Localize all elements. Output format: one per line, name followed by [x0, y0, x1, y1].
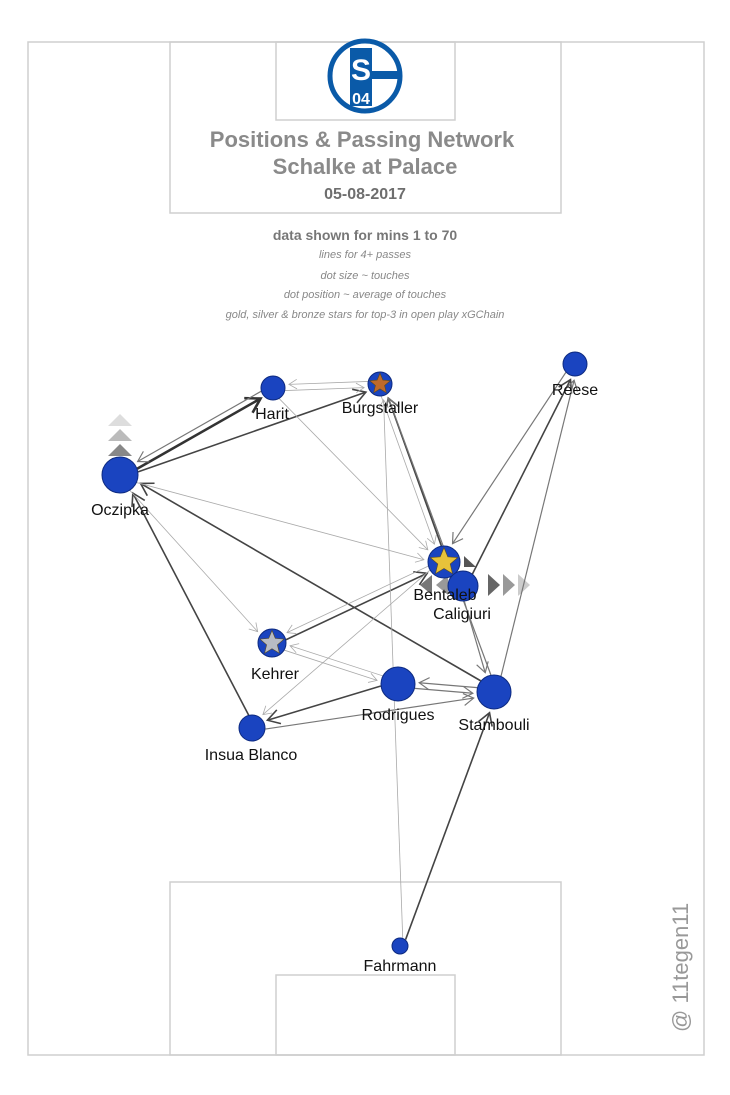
- player-node: [427, 545, 461, 579]
- player-dot: [101, 456, 139, 494]
- up-arrow-indicator: [108, 444, 132, 456]
- pass-line: [284, 649, 378, 683]
- player-node: [391, 937, 409, 955]
- player-label: Insua Blanco: [205, 747, 298, 764]
- data-range-note: data shown for mins 1 to 70: [273, 227, 458, 243]
- player-label: Burgstaller: [342, 400, 419, 417]
- direction-indicators: [108, 414, 530, 596]
- left-arrow-indicator: [420, 575, 432, 595]
- up-arrow-indicator: [108, 429, 132, 441]
- bottom-goal-box: [275, 974, 456, 1056]
- player-label: Reese: [552, 382, 598, 399]
- pass-line: [136, 390, 262, 463]
- pass-line: [404, 711, 493, 940]
- player-dot: [476, 674, 512, 710]
- legend-lines-note: lines for 4+ passes: [319, 249, 412, 261]
- player-dot: [562, 351, 588, 377]
- player-label: Kehrer: [251, 666, 300, 683]
- pass-line: [285, 571, 429, 641]
- pass-line: [286, 565, 429, 634]
- player-node: [238, 714, 266, 742]
- player-node: [257, 628, 287, 658]
- title: Positions & Passing Network: [210, 127, 515, 152]
- player-label: Caligiuri: [433, 606, 491, 623]
- player-dot: [391, 937, 409, 955]
- legend-dot-position-note: dot position ~ average of touches: [284, 289, 447, 301]
- subtitle: Schalke at Palace: [273, 154, 458, 179]
- club-logo: S 04: [327, 38, 403, 114]
- pass-line: [265, 693, 475, 730]
- pass-line: [463, 601, 489, 674]
- svg-text:04: 04: [352, 91, 370, 108]
- player-node: [562, 351, 588, 377]
- pass-lines: [129, 372, 579, 940]
- pass-line: [136, 482, 425, 563]
- player-node: [447, 570, 479, 602]
- player-label: Oczipka: [91, 502, 149, 519]
- player-labels: Harit Burgstaller ReeseOczipkaBentalebCali…: [91, 382, 598, 975]
- pass-line: [129, 490, 259, 633]
- watermark: @ 11tegen11: [668, 903, 693, 1032]
- legend-dot-size-note: dot size ~ touches: [321, 270, 410, 282]
- pass-line: [137, 388, 368, 473]
- bronze-star-icon: [368, 372, 392, 394]
- legend-stars-note: gold, silver & bronze stars for top-3 in…: [226, 309, 505, 321]
- pass-line: [262, 569, 431, 716]
- svg-text:S: S: [351, 54, 371, 87]
- player-label: Bentaleb: [413, 587, 476, 604]
- pass-line: [380, 396, 437, 545]
- player-label: Fahrmann: [364, 958, 437, 975]
- player-node: [260, 375, 286, 401]
- pass-line: [451, 372, 567, 545]
- player-label: Rodrigues: [362, 707, 435, 724]
- pass-line: [471, 378, 573, 575]
- player-node: [367, 371, 393, 397]
- pass-line: [278, 398, 429, 551]
- right-arrow-indicator: [488, 574, 500, 596]
- right-arrow-indicator: [503, 574, 515, 596]
- player-dot: [238, 714, 266, 742]
- player-dot: [380, 666, 416, 702]
- player-dot: [447, 570, 479, 602]
- pass-line: [288, 378, 368, 390]
- gold-star-icon: [429, 546, 459, 575]
- pass-line: [131, 491, 250, 716]
- pass-line: [385, 396, 492, 676]
- player-node: [476, 674, 512, 710]
- player-label: Stambouli: [458, 717, 529, 734]
- player-node: [380, 666, 416, 702]
- date: 05-08-2017: [324, 186, 406, 203]
- pass-line: [418, 677, 478, 691]
- pass-line: [414, 685, 474, 699]
- right-arrow-indicator: [464, 556, 476, 567]
- player-nodes: [101, 351, 588, 955]
- player-node: [101, 456, 139, 494]
- pass-line: [265, 685, 382, 725]
- player-dot: [260, 375, 286, 401]
- pass-line: [500, 379, 579, 677]
- silver-star-icon: [259, 629, 285, 654]
- pass-line: [384, 396, 443, 547]
- pass-line: [289, 643, 383, 677]
- player-label: Harit: [255, 406, 289, 423]
- up-arrow-indicator: [108, 414, 132, 426]
- pass-line: [136, 396, 263, 470]
- left-arrow-indicator: [436, 575, 448, 595]
- pass-line: [285, 382, 365, 394]
